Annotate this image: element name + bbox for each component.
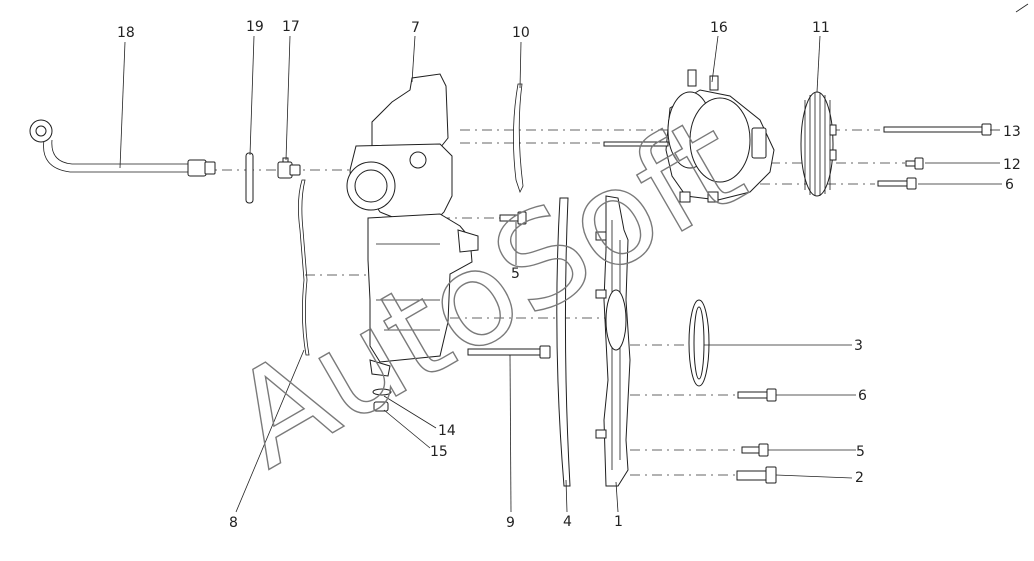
callout-10: 10 [512,25,530,41]
callout-4: 4 [563,514,572,530]
leader-lines [119,35,1002,513]
pump-gasket [513,83,524,194]
water-pump [603,69,775,203]
cover-gasket [556,197,571,487]
callout-15: 15 [430,444,448,460]
pump-pulley [800,91,837,197]
front-cover [595,195,631,487]
center-lines [200,129,905,476]
callout-labels: 18 19 17 7 10 16 11 13 12 6 5 3 6 5 2 14… [117,19,1021,531]
sealing-washer [245,152,254,204]
coolant-pipe [29,119,216,177]
callout-12: 12 [1003,157,1021,173]
long-bolt [467,345,551,359]
bolt-upper [499,211,527,225]
cover-bolt-2 [736,466,777,484]
watermark-text: AutoSoft [208,86,768,497]
callout-8: 8 [229,515,238,531]
shaft-seal [688,299,710,387]
pump-bolt-6 [877,177,917,190]
cover-bolt-6 [737,388,777,402]
union-fitting [277,157,301,179]
callout-9: 9 [506,515,515,531]
callout-16: 16 [710,20,728,36]
callout-1: 1 [614,514,623,530]
callout-2: 2 [855,470,864,486]
callout-5-upper: 5 [511,266,520,282]
callout-6-lower: 6 [858,388,867,404]
pump-long-bolt [883,123,992,136]
main-housing [346,73,479,377]
callout-18: 18 [117,25,135,41]
cover-bolt-5 [741,443,769,457]
callout-7: 7 [411,20,420,36]
callout-6-upper: 6 [1005,177,1014,193]
callout-14: 14 [438,423,456,439]
drain-plug [372,388,392,412]
housing-gasket [298,179,310,356]
callout-11: 11 [812,20,830,36]
pulley-bolt-12 [905,157,924,170]
callout-13: 13 [1003,124,1021,140]
corner-mark [1015,3,1029,13]
callout-5-lower: 5 [856,444,865,460]
callout-17: 17 [282,19,300,35]
callout-19: 19 [246,19,264,35]
callout-3: 3 [854,338,863,354]
